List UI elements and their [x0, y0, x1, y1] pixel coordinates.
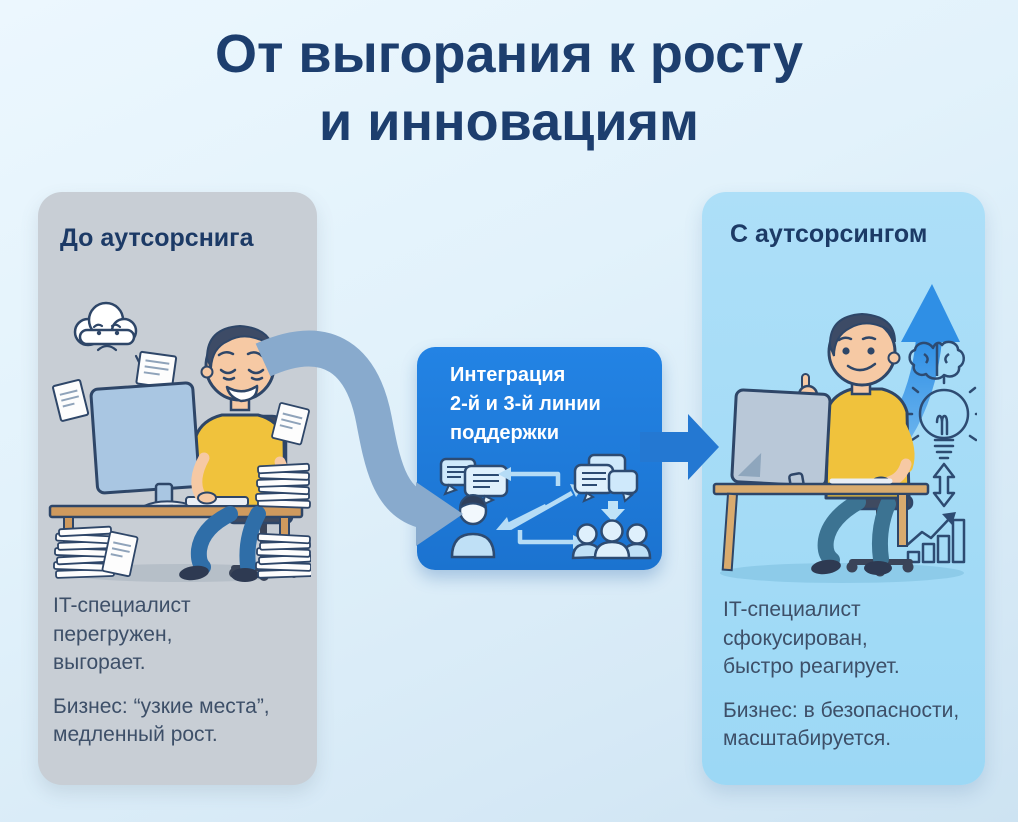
after-panel: С аутсорсингом	[702, 192, 985, 785]
before-panel-heading: До аутсорснига	[60, 224, 254, 252]
down-arrow-icon	[601, 501, 625, 522]
worker-legs	[811, 494, 896, 575]
after-paragraph-2: Бизнес: в безопасности, масштабируется.	[723, 698, 960, 751]
before-panel: До аутсорснига	[38, 192, 317, 785]
page-title: От выгорания к росту и инновациям	[214, 24, 803, 153]
after-panel-heading: С аутсорсингом	[730, 220, 928, 248]
growth-chart-icon	[905, 512, 966, 564]
desk	[712, 482, 930, 572]
happy-face	[837, 336, 877, 372]
focused-worker-illustration	[712, 284, 977, 583]
support-agent-icon	[450, 494, 496, 559]
support-team-icon	[571, 519, 652, 560]
integration-label: Интеграция 2-й и 3-й линии поддержки	[450, 364, 601, 444]
before-paragraph-1: IT-специалист перегружен, выгорает.	[53, 594, 191, 675]
monitor-icon	[89, 350, 201, 508]
integration-box: Интеграция 2-й и 3-й линии поддержки	[417, 347, 662, 570]
chat-bubbles-group-icon	[573, 453, 639, 503]
scale-arrows-icon	[932, 462, 956, 508]
sad-cloud-icon	[73, 301, 146, 364]
flying-paper-icon	[52, 378, 90, 422]
support-flow-illustration	[439, 453, 652, 560]
before-panel-text: IT-специалист перегружен, выгорает. Бизн…	[53, 592, 270, 750]
floor-shadow	[720, 563, 964, 583]
exchange-arrows-icon	[496, 467, 586, 549]
after-panel-text: IT-специалист сфокусирован, быстро реаги…	[723, 596, 959, 754]
burnout-worker-illustration	[48, 301, 311, 582]
monitor-icon	[730, 388, 832, 490]
before-paragraph-2: Бизнес: “узкие места”, медленный рост.	[53, 694, 270, 747]
after-paragraph-1: IT-специалист сфокусирован, быстро реаги…	[723, 598, 900, 679]
keyboard-icon	[185, 496, 249, 507]
